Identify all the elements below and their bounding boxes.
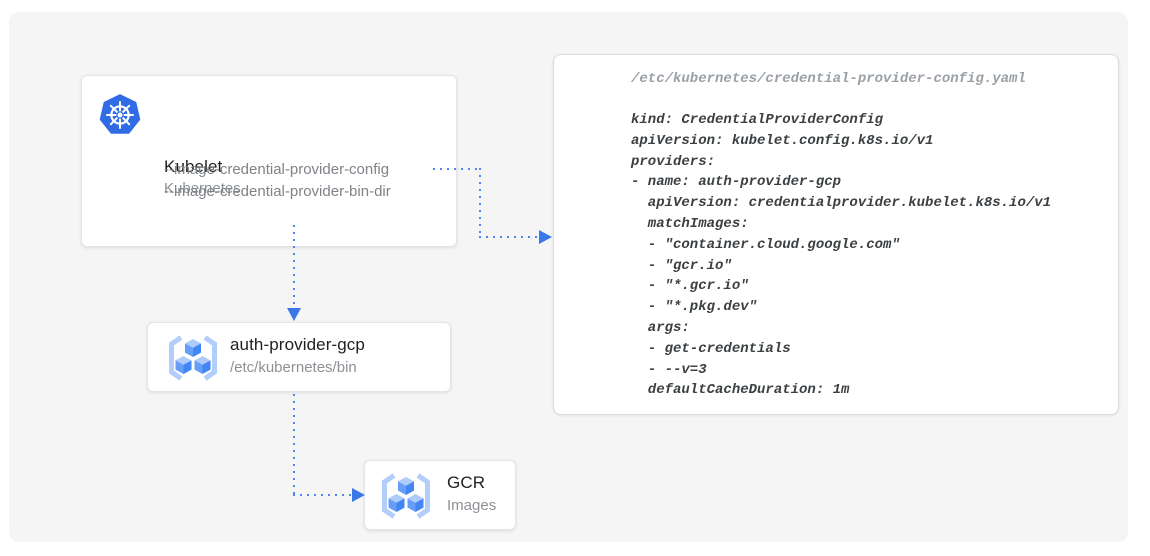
code-line: - get-credentials	[631, 340, 791, 357]
arrow-auth-provider-to-gcr-segment	[293, 494, 353, 496]
arrow-auth-provider-to-gcr-segment	[293, 394, 295, 495]
code-line: - "*.gcr.io"	[631, 278, 749, 295]
arrow-kubelet-to-auth-provider-segment	[293, 225, 295, 309]
gcr-subtitle: Images	[447, 497, 497, 514]
arrowhead-right-icon	[352, 488, 365, 502]
diagram-stage-background: Kubelet Kubernetes --image-credential-pr…	[9, 12, 1128, 542]
code-line: - "gcr.io"	[631, 257, 732, 274]
node-kubelet: Kubelet Kubernetes --image-credential-pr…	[81, 75, 457, 247]
arrow-config-flag-to-yaml-segment	[479, 168, 481, 237]
node-auth-provider-gcp: auth-provider-gcp /etc/kubernetes/bin	[147, 322, 451, 392]
arrow-config-flag-to-yaml-segment	[433, 168, 480, 170]
code-line: - "*.pkg.dev"	[631, 299, 758, 316]
kubelet-flag-bin-dir: --image-credential-provider-bin-dir	[164, 183, 391, 200]
kubelet-flag-config: --image-credential-provider-config	[164, 161, 390, 178]
kubelet-subtitle: Kubernetes	[164, 180, 241, 197]
node-gcr: GCR Images	[364, 460, 516, 530]
code-line: - "container.cloud.google.com"	[631, 236, 900, 253]
code-line: apiVersion: credentialprovider.kubelet.k…	[631, 195, 1052, 212]
kubernetes-icon	[95, 92, 145, 143]
code-line: matchImages:	[631, 215, 749, 232]
code-line: - name: auth-provider-gcp	[631, 174, 842, 191]
code-line: args:	[631, 319, 690, 336]
gcr-icon	[163, 334, 223, 387]
arrowhead-right-icon	[539, 230, 552, 244]
auth-provider-subtitle: /etc/kubernetes/bin	[230, 359, 357, 376]
code-line: kind: CredentialProviderConfig	[631, 112, 884, 128]
gcr-icon	[376, 472, 436, 525]
code-line: apiVersion: kubelet.config.k8s.io/v1	[631, 132, 934, 149]
arrow-config-flag-to-yaml-segment	[479, 236, 540, 238]
kubelet-title: Kubelet	[164, 157, 223, 176]
code-line: defaultCacheDuration: 1m	[631, 382, 850, 399]
arrowhead-down-icon	[287, 308, 301, 321]
code-line: - --v=3	[631, 361, 707, 378]
credential-provider-config-panel: /etc/kubernetes/credential-provider-conf…	[553, 54, 1119, 415]
auth-provider-title: auth-provider-gcp	[230, 335, 365, 354]
code-panel-file-path: /etc/kubernetes/credential-provider-conf…	[631, 71, 1026, 87]
code-line: providers:	[631, 153, 716, 170]
gcr-title: GCR	[447, 473, 486, 492]
